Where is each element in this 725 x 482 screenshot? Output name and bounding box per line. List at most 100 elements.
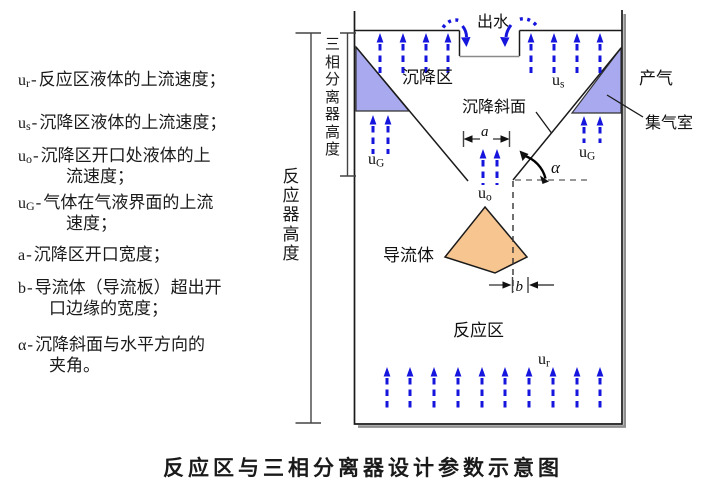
angle-alpha-label: α <box>551 158 561 177</box>
legend-separator: - <box>27 278 33 297</box>
up-arrow-head <box>422 33 430 43</box>
up-arrow-head <box>525 367 533 377</box>
outlet-trough-walls <box>458 30 521 56</box>
velocity-ur-label: ur <box>538 351 550 370</box>
gas-out-label: 产气 <box>639 69 673 88</box>
dim-b-ticks <box>511 277 529 293</box>
settling-zone-label: 沉降区 <box>402 68 453 87</box>
slope-leader-line <box>535 111 553 134</box>
legend-text: 导流体（导流板）超出开 <box>34 278 222 297</box>
up-arrow-head <box>454 367 462 377</box>
reactor-height-label: 反应器高度 <box>282 167 300 263</box>
legend-separator: - <box>33 146 39 165</box>
outlet-flow-right <box>500 17 538 47</box>
legend-entry-line1: b-导流体（导流板）超出开 <box>18 278 222 299</box>
outlet-flow-left-head <box>461 37 471 47</box>
up-arrow-head <box>399 33 407 43</box>
legend-text: 沉降区开口处液体的上 <box>40 146 211 165</box>
up-arrow-head <box>596 116 604 126</box>
reaction-zone-label: 反应区 <box>453 321 504 340</box>
legend-entry-alpha: α-沉降斜面与水平方向的夹角。 <box>18 335 205 376</box>
vessel-outline <box>353 10 623 425</box>
legend-text: 沉降区液体的上流速度； <box>39 113 227 132</box>
angle-arc-arrowhead-bottom <box>540 175 549 184</box>
legend-entry-line1: uG-气体在气液界面的上流 <box>18 193 213 214</box>
up-arrow-head <box>369 115 377 125</box>
gas-chamber-label: 集气室 <box>645 114 693 132</box>
dim-b-label: b <box>516 279 524 295</box>
gas-chamber-leader-line <box>606 94 644 118</box>
legend-separator: - <box>31 70 37 89</box>
flow-arrows-uG-left <box>369 115 392 154</box>
up-arrow-head <box>580 116 588 126</box>
legend-entry-us: us-沉降区液体的上流速度； <box>18 113 226 134</box>
legend-entry-uG: uG-气体在气液界面的上流速度； <box>18 193 213 234</box>
legend-text: 气体在气液界面的上流 <box>43 193 214 212</box>
deflector-label: 导流体 <box>383 246 434 265</box>
legend-term: uG <box>18 195 35 213</box>
legend-term: ur <box>18 72 30 90</box>
legend-text: 反应区液体的上流速度； <box>38 70 226 89</box>
legend-entry-a: a-沉降区开口宽度； <box>18 245 170 266</box>
legend-entry-line2: 夹角。 <box>49 356 100 375</box>
legend-term: a <box>18 247 26 264</box>
legend-separator: - <box>26 245 32 264</box>
outlet-flow-left <box>441 18 471 47</box>
up-arrow-head <box>479 149 487 159</box>
legend-entry-b: b-导流体（导流板）超出开口边缘的宽度； <box>18 278 222 319</box>
legend-separator: - <box>27 335 34 354</box>
dim-a-arrow-left-head <box>463 135 473 143</box>
flow-arrows-reaction-zone <box>383 367 604 411</box>
up-arrow-head <box>527 33 535 43</box>
up-arrow-head <box>501 367 509 377</box>
velocity-uG-right-label: uG <box>579 144 595 163</box>
dim-a-arrow-right-head <box>500 135 510 143</box>
flow-arrows-settling-left <box>376 33 452 73</box>
legend-separator: - <box>31 113 38 132</box>
outlet-flow-right-dots <box>515 17 538 27</box>
up-arrow-head <box>493 149 501 159</box>
legend-text: 沉降区开口宽度； <box>33 245 170 264</box>
outlet-flow-left-stem <box>461 25 468 38</box>
up-arrow-head <box>376 33 384 43</box>
velocity-uo-label: uo <box>478 185 492 204</box>
legend-entry-ur: ur-反应区液体的上流速度； <box>18 70 226 91</box>
outlet-flow-right-stem <box>504 24 513 38</box>
legend: ur-反应区液体的上流速度；us-沉降区液体的上流速度；uo-沉降区开口处液体的… <box>0 0 290 480</box>
deflector-body <box>443 205 529 274</box>
legend-entry-uo: uo-沉降区开口处液体的上流速度； <box>18 146 211 187</box>
up-arrow-head <box>383 367 391 377</box>
legend-entry-line1: a-沉降区开口宽度； <box>18 245 170 266</box>
settling-slope-left <box>355 46 469 182</box>
legend-term: α <box>18 337 27 354</box>
reactor-height-dim-line <box>295 32 321 424</box>
up-arrow-head <box>549 367 557 377</box>
dim-b-arrow-left-head <box>502 281 512 289</box>
angle-arc <box>523 154 547 179</box>
dim-b-arrow-right-head <box>529 281 538 289</box>
legend-term: us <box>18 115 31 133</box>
figure-caption: 反应区与三相分离器设计参数示意图 <box>163 456 563 480</box>
outlet-flow-left-dots <box>441 18 463 29</box>
legend-entry-line2: 口边缘的宽度； <box>49 299 168 318</box>
flow-arrows-settling-right <box>527 33 604 73</box>
legend-entry-line1: uo-沉降区开口处液体的上 <box>18 146 211 167</box>
up-arrow-head <box>430 367 438 377</box>
vessel-shadow <box>358 14 626 428</box>
flow-arrows-uG-right <box>580 116 604 143</box>
legend-entry-line1: us-沉降区液体的上流速度； <box>18 113 226 134</box>
up-arrow-head <box>384 115 392 125</box>
legend-entry-line2: 速度； <box>66 214 117 233</box>
dim-a-label: a <box>481 124 489 140</box>
settling-slope-label: 沉降斜面 <box>462 98 526 116</box>
up-arrow-head <box>406 367 414 377</box>
legend-separator: - <box>35 193 42 212</box>
up-arrow-head <box>596 367 604 377</box>
up-arrow-head <box>444 33 452 43</box>
velocity-us-label: us <box>552 72 565 91</box>
angle-arc-arrowhead-top <box>519 150 529 161</box>
legend-entry-line1: α-沉降斜面与水平方向的 <box>18 335 205 356</box>
legend-term: b <box>18 280 26 297</box>
